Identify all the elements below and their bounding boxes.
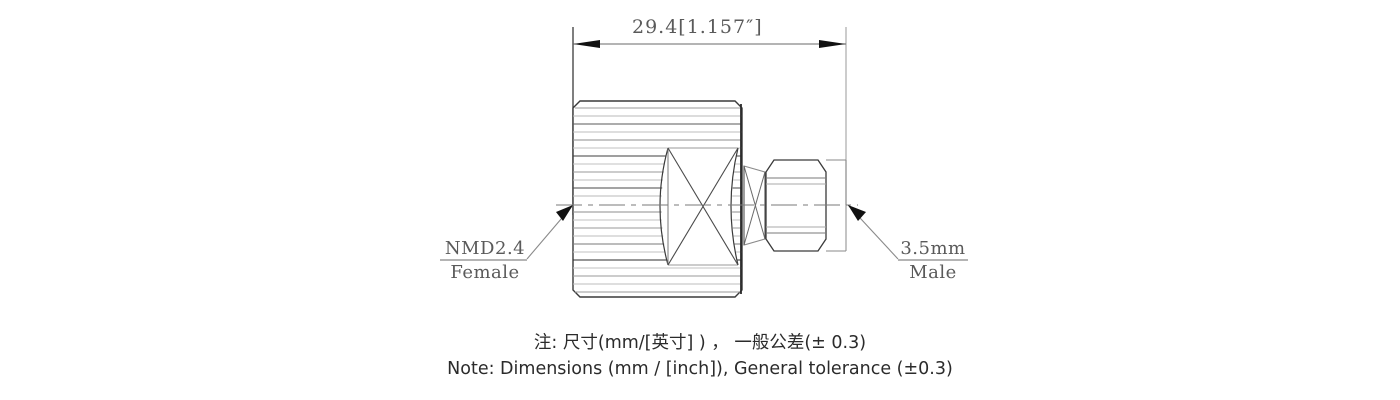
- front-face-xhatch: [659, 147, 739, 266]
- note-english: Note: Dimensions (mm / [inch]), General …: [447, 359, 953, 379]
- left-callout-series: NMD2.4: [444, 238, 526, 259]
- dimension-line: [573, 40, 846, 48]
- left-callout-gender: Female: [450, 262, 520, 283]
- right-leader: [847, 204, 968, 261]
- note-chinese: 注: 尺寸(mm/[英寸] ) ， 一般公差(± 0.3): [533, 333, 867, 353]
- dimension-arrow-left: [573, 40, 600, 48]
- drawing-notes: 注: 尺寸(mm/[英寸] ) ， 一般公差(± 0.3) Note: Dime…: [0, 330, 1400, 382]
- dimension-arrow-right: [819, 40, 846, 48]
- overall-length-dimension-text: 29.4[1.157″]: [632, 16, 763, 38]
- leader-arrowhead: [848, 205, 866, 221]
- left-connector-callout: NMD2.4 Female: [440, 238, 530, 283]
- right-connector-callout: 3.5mm Male: [898, 238, 968, 283]
- leader-arrowhead: [556, 205, 573, 221]
- right-callout-gender: Male: [909, 262, 957, 283]
- left-leader: [440, 204, 574, 261]
- right-callout-series: 3.5mm: [900, 238, 966, 259]
